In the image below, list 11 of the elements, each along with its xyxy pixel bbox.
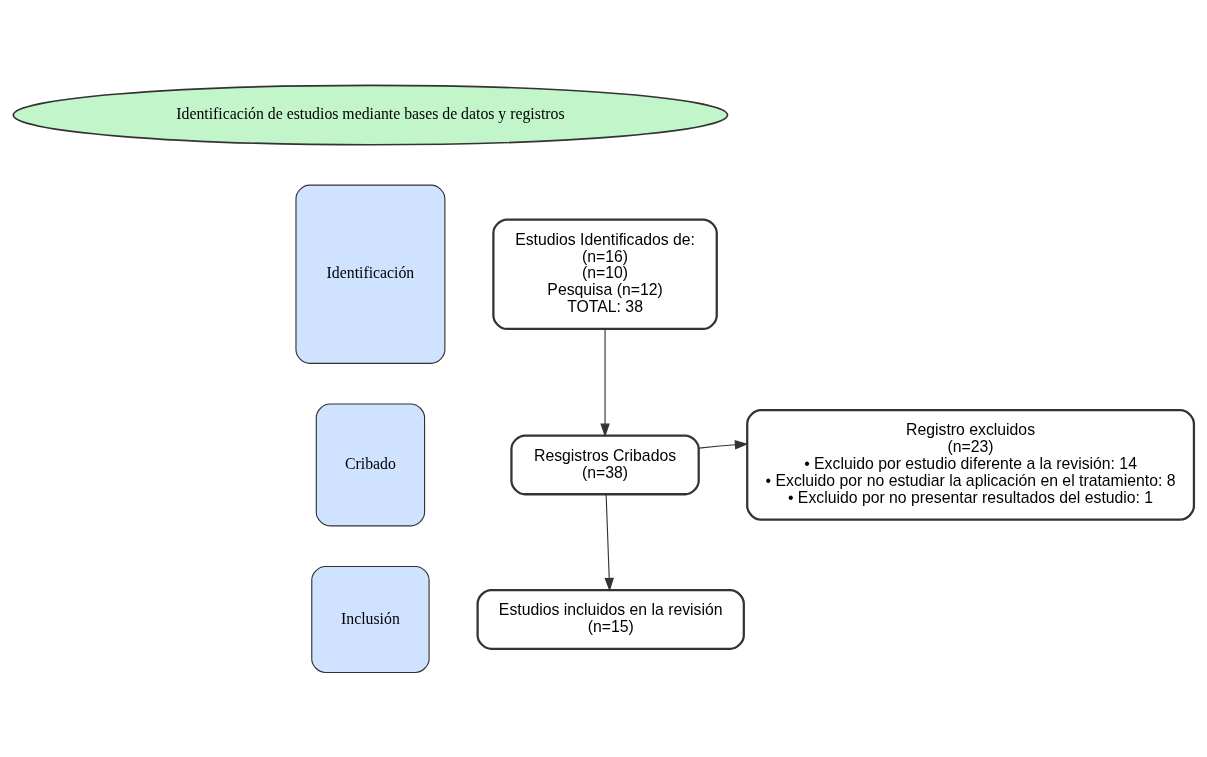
- node-box: Resgistros Cribados (n=38): [510, 433, 700, 495]
- arrow: [604, 493, 614, 591]
- node-box: Registro excluidos (n=23) • Excluido por estudio diferente a la revisión: 14 • Excluido por no estudiar la aplicación en el tratamiento: 8 • Excluido por no presentar resultados del estudio: 1: [746, 408, 1196, 521]
- node-box: Inclusión: [311, 565, 430, 673]
- arrow: [600, 328, 610, 437]
- node-box: Estudios Identificados de: (n=16) (n=10) Pesquisa (n=12) TOTAL: 38: [492, 217, 718, 330]
- node-ellipse: Identificación de estudios mediante bases de datos y registros: [12, 84, 729, 146]
- node-box: Cribado: [315, 402, 426, 526]
- arrow: [698, 439, 749, 449]
- node-box: Estudios incluidos en la revisión (n=15): [476, 588, 745, 650]
- node-box: Identificación: [295, 184, 446, 364]
